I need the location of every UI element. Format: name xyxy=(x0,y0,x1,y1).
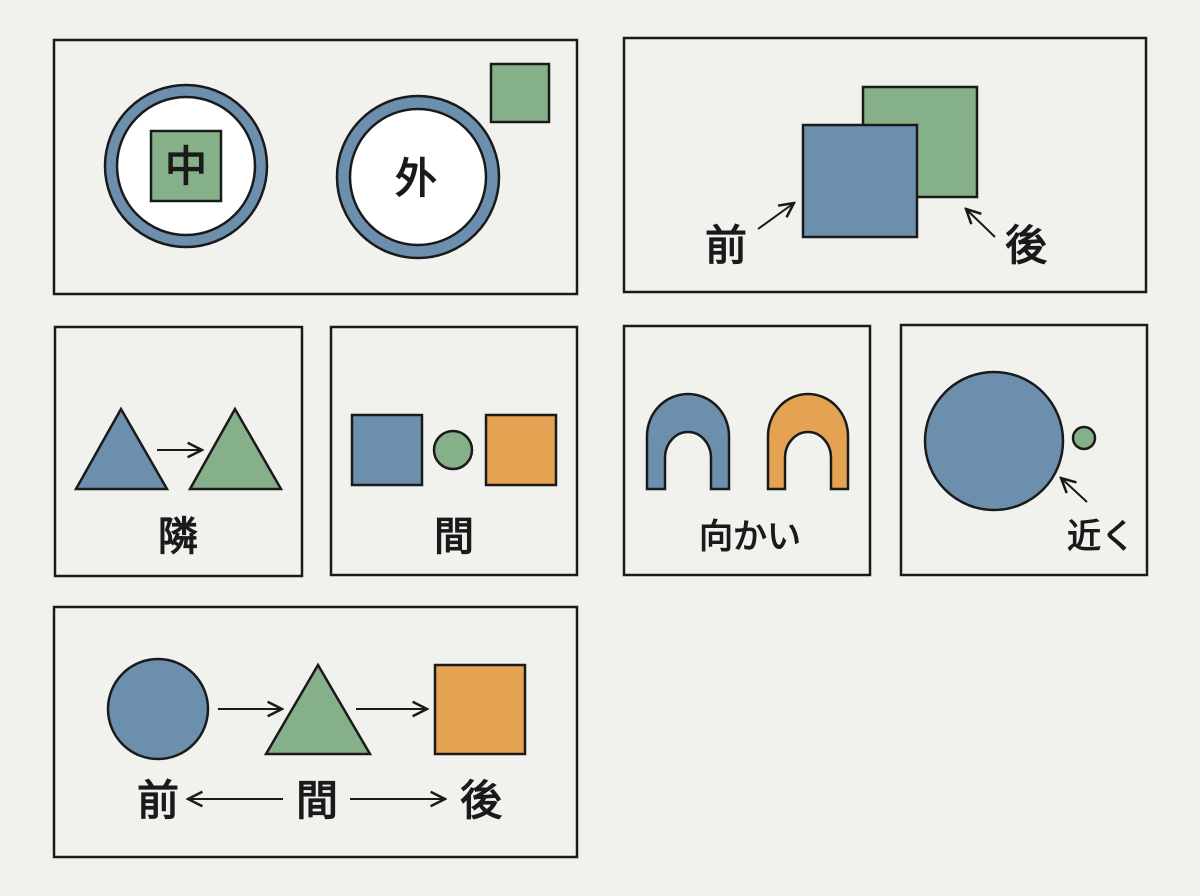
label-seq-back: 後 xyxy=(460,776,503,825)
label-near: 近く xyxy=(1067,517,1135,557)
circle-first xyxy=(106,657,210,761)
arrow-back xyxy=(966,209,996,238)
panel-frame xyxy=(622,36,1148,294)
arrow-front xyxy=(757,203,794,230)
panel-inside-outside: 中 外 xyxy=(52,38,579,296)
panel-front-back: 前 後 xyxy=(622,36,1148,294)
square-right xyxy=(484,413,558,487)
label-next-to: 隣 xyxy=(158,514,198,560)
circle-large xyxy=(923,370,1065,512)
label-facing: 向かい xyxy=(699,517,801,557)
label-back: 後 xyxy=(1005,221,1048,270)
square-outside xyxy=(489,62,551,124)
panel-between: 間 xyxy=(329,325,579,577)
panel-near: 近く xyxy=(899,323,1149,577)
square-last xyxy=(433,663,527,756)
circle-middle xyxy=(432,429,474,471)
panel-sequence: 前 間 後 xyxy=(52,605,579,859)
arch-blue xyxy=(645,392,731,491)
label-outside: 外 xyxy=(395,154,437,203)
label-seq-front: 前 xyxy=(137,776,179,825)
arch-orange xyxy=(766,392,850,491)
panel-next-to: 隣 xyxy=(53,325,304,578)
arrow-near xyxy=(1061,478,1088,503)
triangle-middle xyxy=(263,662,373,756)
panel-facing: 向かい xyxy=(622,324,872,577)
square-left xyxy=(350,413,424,487)
triangle-green xyxy=(187,406,284,491)
ring-outside-hole xyxy=(348,107,488,247)
label-inside: 中 xyxy=(165,142,207,191)
square-inside xyxy=(149,129,223,203)
label-front: 前 xyxy=(705,221,747,270)
triangle-blue xyxy=(73,406,170,491)
label-between: 間 xyxy=(434,514,474,560)
label-seq-between: 間 xyxy=(296,776,338,825)
circle-small xyxy=(1071,425,1097,451)
square-front xyxy=(801,123,919,239)
